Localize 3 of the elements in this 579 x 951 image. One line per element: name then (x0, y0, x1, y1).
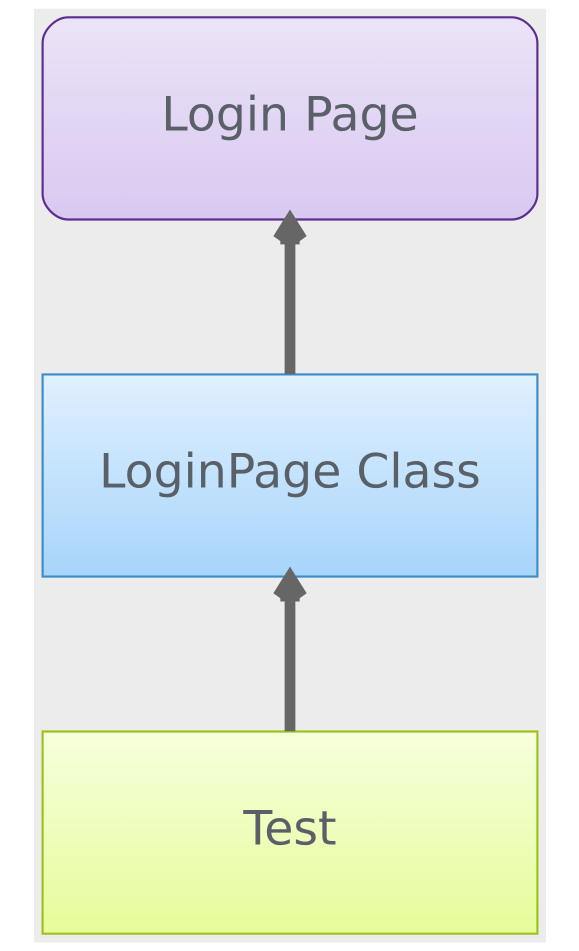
node-box: LoginPage Class (41, 373, 538, 578)
node-box: Login Page (41, 16, 538, 221)
node-box: Test (41, 730, 538, 935)
